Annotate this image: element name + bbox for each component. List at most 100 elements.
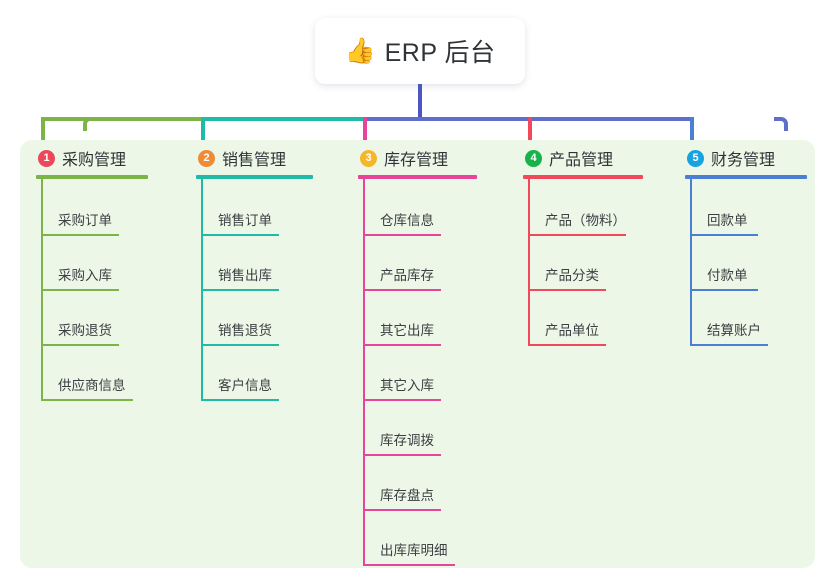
branch-item-underline (201, 399, 279, 401)
branch-spine (528, 179, 530, 346)
branch-item-label: 客户信息 (218, 378, 272, 393)
branch-stem-1 (41, 117, 45, 162)
branch-item-list: 销售订单销售出库销售退货客户信息 (196, 179, 313, 417)
branch-item-label: 销售出库 (218, 268, 272, 283)
branch-stem-2 (201, 117, 205, 162)
branch-item[interactable]: 采购退货 (36, 307, 148, 362)
branch-item[interactable]: 销售退货 (196, 307, 313, 362)
branch-item[interactable]: 客户信息 (196, 362, 313, 417)
branch-title: 财务管理 (711, 152, 776, 169)
branch-item[interactable]: 产品库存 (358, 252, 477, 307)
bus-right-corner (774, 117, 788, 131)
branch-item-underline (528, 344, 606, 346)
branch-item[interactable]: 其它入库 (358, 362, 477, 417)
branch-item-label: 销售退货 (218, 323, 272, 338)
branch-item-underline (363, 289, 441, 291)
root-node-card[interactable]: 👍 ERP 后台 (315, 18, 525, 84)
branch-item-label: 付款单 (707, 268, 748, 283)
thumbs-up-icon: 👍 (344, 36, 376, 65)
diagram-panel (20, 140, 815, 568)
branch-spine (363, 179, 365, 566)
branch-header-4[interactable]: 4 产品管理 (523, 145, 643, 171)
branch-item-label: 产品单位 (545, 323, 599, 338)
branch-item-label: 产品（物料） (545, 213, 626, 228)
branch-header-5[interactable]: 5 财务管理 (685, 145, 807, 171)
branch-item-label: 产品分类 (545, 268, 599, 283)
bus-segment-2 (201, 117, 365, 121)
branch-item-label: 采购退货 (58, 323, 112, 338)
branch-item-underline (201, 289, 279, 291)
branch-item-list: 采购订单采购入库采购退货供应商信息 (36, 179, 148, 417)
branch-item[interactable]: 产品分类 (523, 252, 643, 307)
branch-item-underline (41, 399, 133, 401)
branch-spine (201, 179, 203, 401)
branch-item[interactable]: 其它出库 (358, 307, 477, 362)
branch-title: 采购管理 (62, 152, 127, 169)
branch-item[interactable]: 产品单位 (523, 307, 643, 362)
branch-item-list: 产品（物料） 产品分类产品单位 (523, 179, 643, 362)
bus-segment-1 (41, 117, 203, 121)
branch-item-underline (41, 344, 119, 346)
branch-header-underline (196, 175, 313, 179)
branch-number-badge: 2 (198, 149, 215, 167)
branch-spine (41, 179, 43, 401)
branch-item[interactable]: 付款单 (685, 252, 807, 307)
branch-item-underline (363, 454, 441, 456)
branch-item-label: 销售订单 (218, 213, 272, 228)
branch-number-badge: 3 (360, 149, 377, 167)
branch-item[interactable]: 销售订单 (196, 197, 313, 252)
branch-item[interactable]: 供应商信息 (36, 362, 148, 417)
branch-item-label: 库存调拨 (380, 433, 434, 448)
branch-number-badge: 5 (687, 149, 704, 167)
branch-item-underline (41, 289, 119, 291)
branch-item[interactable]: 结算账户 (685, 307, 807, 362)
branch-item-underline (690, 344, 768, 346)
branch-item[interactable]: 采购订单 (36, 197, 148, 252)
branch-item-underline (41, 234, 119, 236)
branch-stem-3 (363, 117, 367, 162)
branch-item-label: 其它入库 (380, 378, 434, 393)
branch-item[interactable]: 库存调拨 (358, 417, 477, 472)
branch-item-underline (363, 344, 441, 346)
branch-item-underline (201, 234, 279, 236)
branch-item[interactable]: 回款单 (685, 197, 807, 252)
branch-item[interactable]: 产品（物料） (523, 197, 643, 252)
branch-item-underline (690, 234, 758, 236)
branch-item-underline (363, 234, 441, 236)
branch-item-underline (363, 399, 441, 401)
branch-item[interactable]: 采购入库 (36, 252, 148, 307)
branch-item-label: 采购入库 (58, 268, 112, 283)
branch-item-underline (528, 234, 626, 236)
branch-item-label: 产品库存 (380, 268, 434, 283)
branch-item[interactable]: 仓库信息 (358, 197, 477, 252)
branch-header-underline (685, 175, 807, 179)
branch-item[interactable]: 出库库明细 (358, 527, 477, 582)
branch-header-underline (36, 175, 148, 179)
branch-item-label: 库存盘点 (380, 488, 434, 503)
branch-item-underline (363, 564, 455, 566)
branch-item-label: 供应商信息 (58, 378, 126, 393)
branch-item-label: 结算账户 (707, 323, 761, 338)
branch-item-label: 回款单 (707, 213, 748, 228)
branch-item-label: 出库库明细 (380, 543, 448, 558)
branch-item-label: 采购订单 (58, 213, 112, 228)
branch-item[interactable]: 销售出库 (196, 252, 313, 307)
branch-item-underline (528, 289, 606, 291)
page-title: ERP 后台 (384, 39, 496, 67)
branch-item-underline (690, 289, 758, 291)
branch-item-label: 其它出库 (380, 323, 434, 338)
branch-item-underline (201, 344, 279, 346)
branch-item-label: 仓库信息 (380, 213, 434, 228)
branch-spine (690, 179, 692, 346)
branch-item[interactable]: 库存盘点 (358, 472, 477, 527)
branch-title: 产品管理 (549, 152, 614, 169)
root-connector-stem (418, 84, 422, 120)
branch-item-underline (363, 509, 441, 511)
branch-number-badge: 4 (525, 149, 542, 167)
